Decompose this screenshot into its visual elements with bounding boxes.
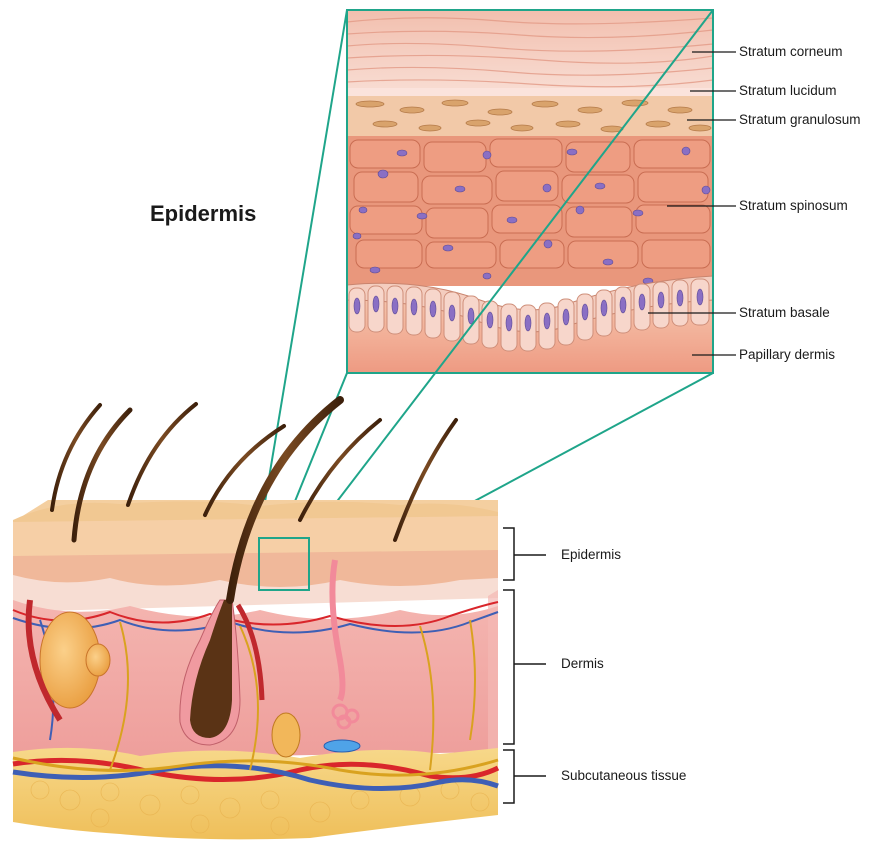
diagram-title: Epidermis — [150, 201, 256, 227]
label-papillary-dermis: Papillary dermis — [739, 347, 835, 363]
epidermis-zoom-inset — [347, 10, 713, 373]
label-stratum-corneum: Stratum corneum — [739, 44, 843, 60]
region-brackets — [503, 528, 546, 803]
label-stratum-lucidum: Stratum lucidum — [739, 83, 837, 99]
label-subcutaneous-tissue: Subcutaneous tissue — [561, 768, 686, 784]
skin-block — [13, 400, 498, 839]
label-dermis: Dermis — [561, 656, 604, 672]
label-stratum-granulosum: Stratum granulosum — [739, 112, 861, 128]
label-stratum-basale: Stratum basale — [739, 305, 830, 321]
label-stratum-spinosum: Stratum spinosum — [739, 198, 848, 214]
label-epidermis: Epidermis — [561, 547, 621, 563]
